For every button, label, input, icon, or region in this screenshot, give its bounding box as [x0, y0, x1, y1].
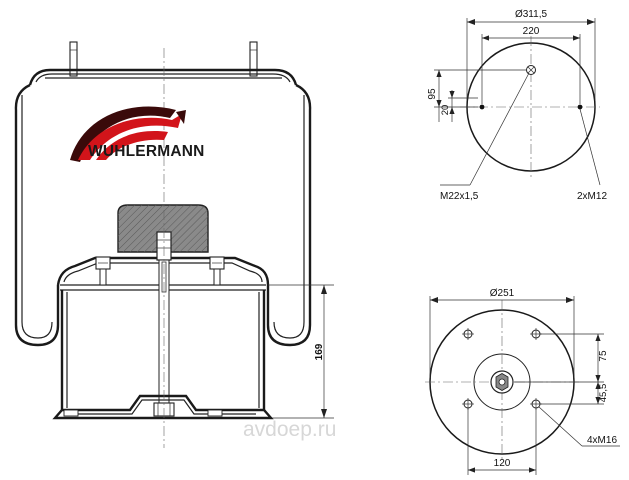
- top-diameter-dimension: Ø311,5: [466, 9, 596, 100]
- top-offset-inner-label: 20: [440, 105, 451, 116]
- bottom-diameter-label: Ø251: [490, 288, 515, 299]
- top-diameter-label: Ø311,5: [515, 9, 547, 20]
- bottom-offset-top-label: 75: [598, 350, 609, 362]
- top-view: Ø311,5 220 95 20: [427, 9, 607, 202]
- watermark-text: avdoep.ru: [243, 418, 336, 441]
- mount-hole-right: [577, 104, 583, 110]
- logo-tail: [176, 110, 186, 124]
- bottom-hole-top-left: [462, 328, 474, 340]
- cap-bolt-left: [95, 256, 111, 286]
- piston-base: [52, 394, 274, 420]
- top-plate: [28, 68, 298, 86]
- top-offset-outer-label: 95: [427, 88, 438, 100]
- bottom-center-nut: [490, 370, 514, 394]
- bottom-mount-holes: [462, 328, 542, 410]
- height-label: 169: [314, 343, 325, 360]
- top-spacing-dimension: 220: [481, 26, 581, 104]
- top-offset-dimensions: 95 20: [427, 69, 526, 122]
- bottom-offset-bottom-label: 45,5: [598, 384, 609, 403]
- rubber-bellow: [14, 83, 312, 347]
- brand-logo: WUHLERMANN: [70, 106, 205, 162]
- bumper: [117, 204, 209, 253]
- logo-swoosh-red: [78, 114, 182, 160]
- height-dimension: 169: [268, 284, 334, 419]
- center-thread-label: M22x1,5: [440, 191, 479, 202]
- bottom-holes-leader: 4xM16: [538, 406, 620, 447]
- logo-swoosh-red-inner: [96, 131, 168, 160]
- bottom-spacing-dimension: 120: [467, 408, 537, 475]
- top-thread-leaders: M22x1,5 2xM12: [440, 72, 607, 202]
- bottom-diameter-dimension: Ø251: [429, 288, 575, 378]
- piston-body: [60, 290, 266, 410]
- side-view: 169 WUHLERMANN: [14, 41, 334, 448]
- side-thread-label: 2xM12: [577, 191, 607, 202]
- cap-bolt-right: [209, 256, 225, 286]
- bottom-view: Ø251 75 45,5 120 4xM16: [425, 288, 620, 475]
- brand-name: WUHLERMANN: [88, 143, 205, 160]
- top-spacing-label: 220: [523, 26, 540, 37]
- top-stud-right: [249, 41, 258, 77]
- bottom-vertical-dimensions: 75 45,5: [514, 333, 609, 405]
- mount-hole-left: [479, 104, 485, 110]
- bottom-holes-label: 4xM16: [587, 435, 617, 446]
- top-stud-left: [69, 41, 78, 77]
- bottom-spacing-label: 120: [494, 458, 511, 469]
